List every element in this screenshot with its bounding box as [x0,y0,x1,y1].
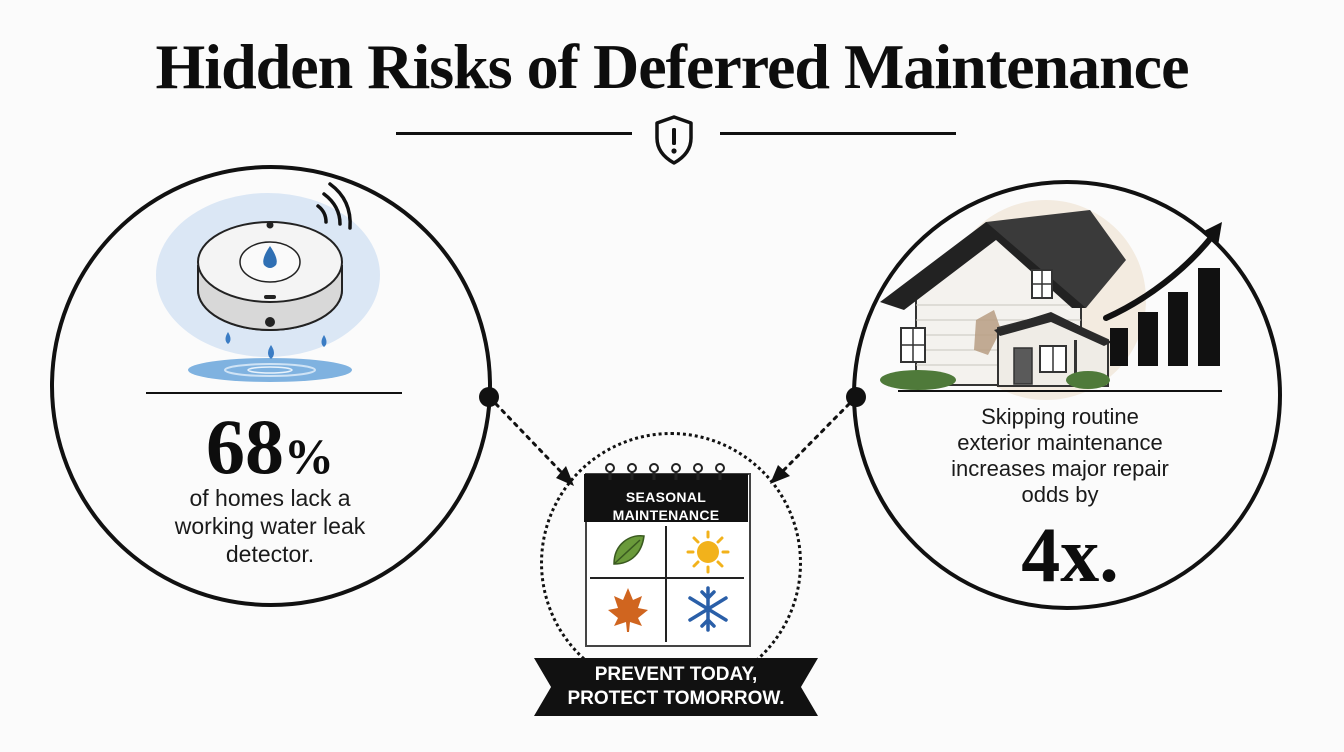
seasonal-calendar-icon [584,463,751,647]
calendar-header-line2: MAINTENANCE [612,507,720,523]
house-with-rising-bar-chart-icon [880,200,1222,400]
right-caption-line: Skipping routine [981,404,1139,429]
right-caption-line: exterior maintenance [957,430,1163,455]
right-caption-line: increases major repair [951,456,1169,481]
slogan-banner: PREVENT TODAY, PROTECT TOMORROW. [534,658,818,716]
title-divider-left [396,132,632,135]
leaf-icon [613,535,645,565]
snowflake-icon [688,586,728,632]
calendar-header: SEASONAL MAINTENANCE [584,488,748,524]
right-circle-divider [898,390,1222,392]
page-title: Hidden Risks of Deferred Maintenance [155,31,1190,102]
sun-icon [686,530,730,574]
left-caption-line: of homes lack a [189,485,351,511]
shield-exclamation-icon [655,115,693,165]
left-stat-number: 68 [206,403,284,490]
left-caption-line: working water leak [174,513,366,539]
calendar-header-line1: SEASONAL [625,489,707,505]
left-circle-divider [146,392,402,394]
maple-leaf-icon [608,588,648,632]
left-stat-caption: of homes lack a working water leak detec… [130,484,410,568]
right-stat-value: 4x. [1021,511,1119,598]
banner-line1: PREVENT TODAY, [594,664,758,685]
water-leak-detector-icon [156,182,380,382]
left-caption-line: detector. [225,541,315,567]
banner-line2: PROTECT TOMORROW. [567,688,785,709]
title-divider-right [720,132,956,135]
left-stat-value: 68% [150,402,390,501]
left-stat-unit: % [284,428,334,484]
right-stat-caption: Skipping routine exterior maintenance in… [918,404,1202,508]
right-caption-line: odds by [1021,482,1099,507]
